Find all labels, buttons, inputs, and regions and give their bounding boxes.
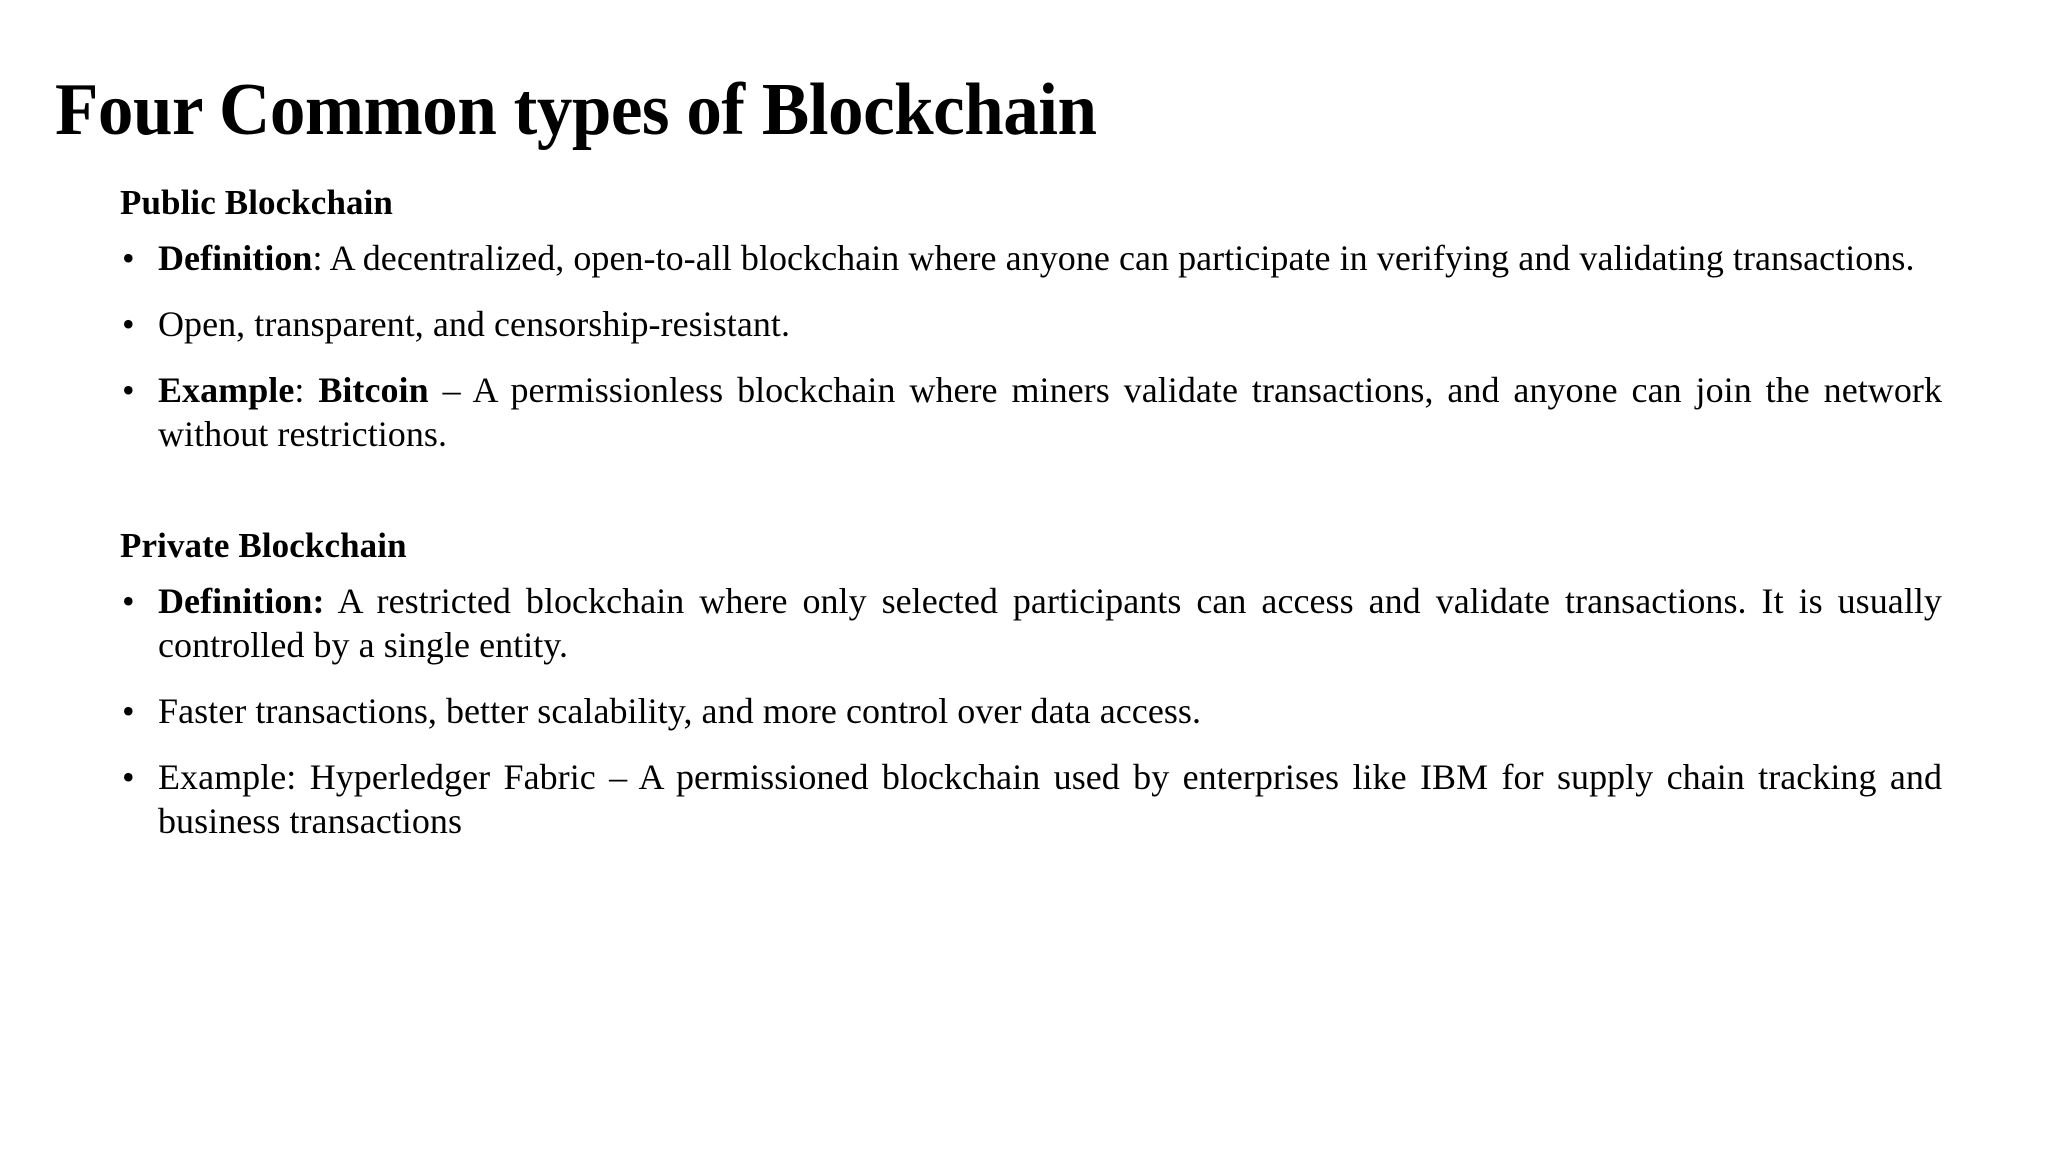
list-item: • Definition: A decentralized, open-to-a… — [120, 237, 1942, 281]
bullet-separator: : — [294, 370, 319, 411]
bullet-lead-label: Example — [158, 370, 295, 411]
bullet-dot-icon: • — [122, 756, 135, 797]
bullet-emphasis: Bitcoin — [318, 370, 429, 411]
bullet-text: A decentralized, open-to-all blockchain … — [329, 238, 1915, 279]
page-title: Four Common types of Blockchain — [55, 68, 1097, 151]
bullet-text: Example: Hyperledger Fabric – A permissi… — [158, 756, 1942, 841]
bullet-text: – A permissionless blockchain where mine… — [158, 370, 1942, 455]
list-item: • Faster transactions, better scalabilit… — [120, 690, 1942, 734]
bullet-dot-icon: • — [122, 238, 135, 279]
bullet-list: • Definition: A restricted blockchain wh… — [120, 580, 1942, 844]
bullet-list: • Definition: A decentralized, open-to-a… — [120, 237, 1942, 457]
section-public-blockchain: Public Blockchain • Definition: A decent… — [120, 182, 1942, 457]
bullet-separator — [325, 581, 338, 621]
bullet-text: Open, transparent, and censorship-resist… — [158, 304, 791, 345]
bullet-dot-icon: • — [122, 691, 135, 732]
bullet-lead-label: Definition — [158, 238, 313, 279]
bullet-dot-icon: • — [122, 581, 135, 622]
bullet-text: A restricted blockchain where only selec… — [158, 581, 1942, 666]
bullet-dot-icon: • — [122, 370, 135, 411]
section-private-blockchain: Private Blockchain • Definition: A restr… — [120, 525, 1942, 844]
section-heading: Public Blockchain — [120, 183, 394, 222]
bullet-text: Faster transactions, better scalability,… — [158, 691, 1202, 732]
section-heading: Private Blockchain — [120, 525, 407, 565]
bullet-dot-icon: • — [122, 304, 135, 345]
slide-body: Public Blockchain • Definition: A decent… — [120, 182, 1942, 844]
list-item: • Example: Hyperledger Fabric – A permis… — [120, 756, 1942, 844]
list-item: • Open, transparent, and censorship-resi… — [120, 303, 1942, 347]
bullet-separator: : — [312, 238, 330, 279]
bullet-lead-label: Definition: — [158, 581, 325, 622]
list-item: • Example: Bitcoin – A permissionless bl… — [120, 369, 1942, 457]
list-item: • Definition: A restricted blockchain wh… — [120, 580, 1942, 668]
